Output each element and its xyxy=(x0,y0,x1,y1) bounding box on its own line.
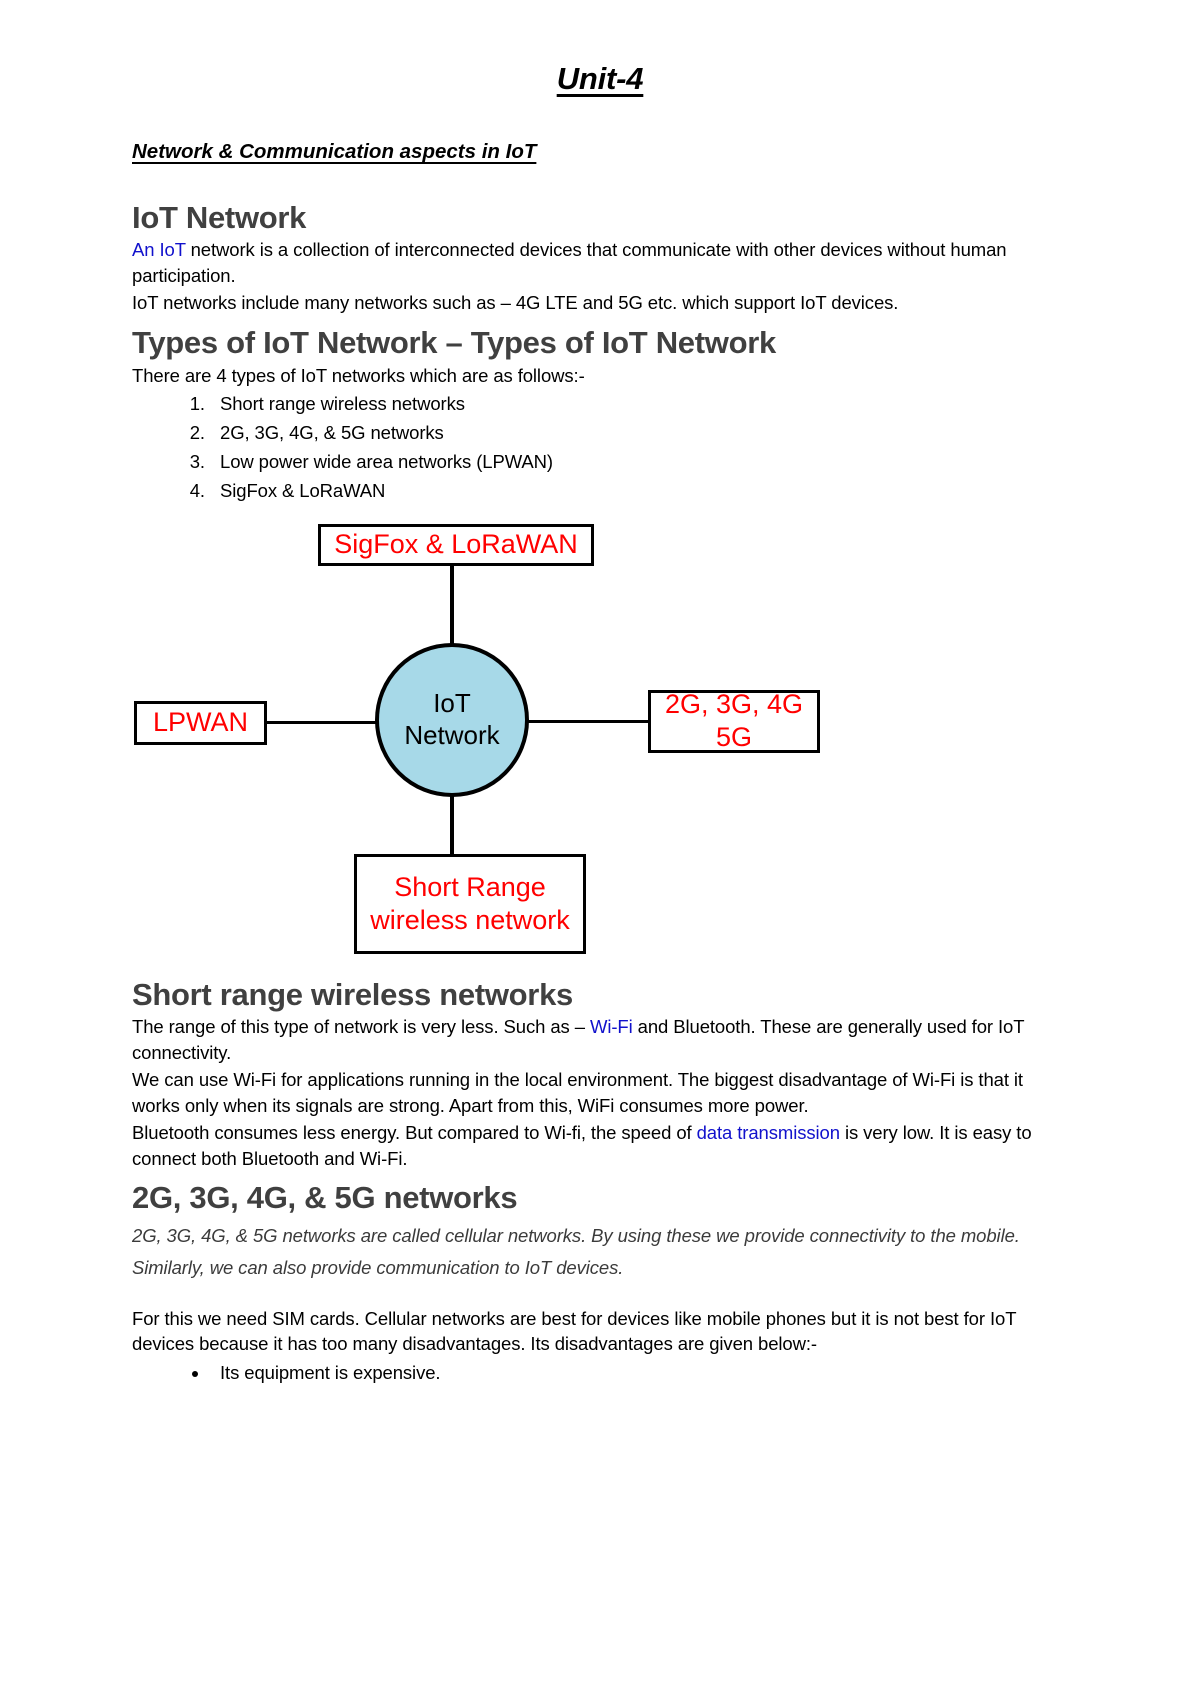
list-item: Short range wireless networks xyxy=(210,390,1068,419)
list-item: 2G, 3G, 4G, & 5G networks xyxy=(210,419,1068,448)
paragraph-types-intro: There are 4 types of IoT networks which … xyxy=(132,364,585,386)
heading-cellular-networks: 2G, 3G, 4G, & 5G networks xyxy=(132,1180,518,1216)
paragraph-iot-network-includes: IoT networks include many networks such … xyxy=(132,292,899,314)
connector-line-bottom xyxy=(450,791,454,856)
diagram-node-short-range-label: Short Range wireless network xyxy=(370,871,570,937)
diagram-node-cellular-label-line1: 2G, 3G, 4G xyxy=(664,689,804,720)
link-wifi[interactable]: Wi-Fi xyxy=(589,1016,633,1038)
list-item: Low power wide area networks (LPWAN) xyxy=(210,448,1068,477)
heading-types-of-iot-network: Types of IoT Network – Types of IoT Netw… xyxy=(132,324,776,360)
paragraph-short-range-3: Bluetooth consumes less energy. But comp… xyxy=(132,1120,1068,1171)
paragraph-iot-network-definition: An IoT network is a collection of interc… xyxy=(132,237,1068,288)
diagram-node-lpwan: LPWAN xyxy=(134,700,267,745)
diagram-node-short-range-label-line1: Short Range xyxy=(394,871,546,902)
document-subtitle: Network & Communication aspects in IoT xyxy=(132,140,537,164)
diagram-node-cellular-label: 2G, 3G, 4G 5G xyxy=(665,688,803,754)
paragraph-cellular-italic: 2G, 3G, 4G, & 5G networks are called cel… xyxy=(132,1225,1020,1278)
iot-network-diagram: SigFox & LoRaWAN LPWAN 2G, 3G, 4G 5G IoT… xyxy=(132,516,1068,968)
diagram-node-short-range: Short Range wireless network xyxy=(354,853,586,954)
link-an-iot[interactable]: An IoT xyxy=(132,239,186,261)
diagram-node-sigfox-lorawan-label: SigFox & LoRaWAN xyxy=(334,529,578,560)
diagram-center-node-iot-network: IoT Network xyxy=(375,642,529,797)
paragraph-short-range-2: We can use Wi-Fi for applications runnin… xyxy=(132,1069,1023,1116)
heading-short-range-wireless-networks: Short range wireless networks xyxy=(132,976,573,1012)
list-item: SigFox & LoRaWAN xyxy=(210,477,1068,506)
list-item: Its equipment is expensive. xyxy=(210,1359,1068,1387)
diagram-node-sigfox-lorawan: SigFox & LoRaWAN xyxy=(318,523,594,566)
diagram-center-node-label-line2: Network xyxy=(404,719,500,750)
paragraph-short-range-1-b: and Bluetooth. These are generally used … xyxy=(132,1016,1025,1063)
heading-iot-network: IoT Network xyxy=(132,199,307,235)
diagram-node-short-range-label-line2: wireless network xyxy=(370,904,570,935)
list-network-types: Short range wireless networks 2G, 3G, 4G… xyxy=(132,390,1068,505)
diagram-center-node-label-line1: IoT xyxy=(433,688,471,719)
page-title: Unit-4 xyxy=(556,61,644,96)
diagram-center-node-label: IoT Network xyxy=(404,688,499,750)
paragraph-iot-network-definition-rest: network is a collection of interconnecte… xyxy=(132,239,1007,286)
paragraph-short-range-3-a: Bluetooth consumes less energy. But comp… xyxy=(132,1122,697,1144)
connector-line-left xyxy=(265,720,377,724)
paragraph-short-range-3-b: is very low. It is easy to connect both … xyxy=(132,1122,1032,1169)
paragraph-short-range-1-a: The range of this type of network is ver… xyxy=(132,1016,590,1038)
diagram-node-lpwan-label: LPWAN xyxy=(152,707,248,738)
paragraph-cellular-sim: For this we need SIM cards. Cellular net… xyxy=(132,1307,1017,1355)
diagram-node-cellular-label-line2: 5G xyxy=(715,722,753,753)
list-cellular-disadvantages: Its equipment is expensive. xyxy=(132,1359,1068,1387)
diagram-node-cellular: 2G, 3G, 4G 5G xyxy=(648,688,820,754)
paragraph-short-range-1: The range of this type of network is ver… xyxy=(132,1014,1068,1065)
link-data-transmission[interactable]: data transmission xyxy=(696,1122,840,1144)
connector-line-top xyxy=(450,565,454,648)
connector-line-right xyxy=(526,719,650,723)
